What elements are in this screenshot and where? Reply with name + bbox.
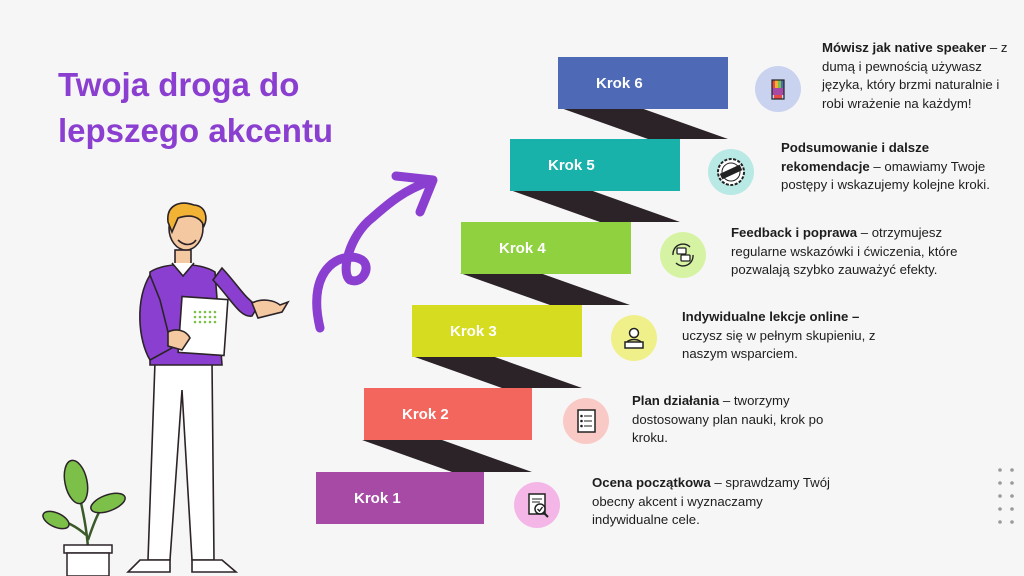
- feedback-cycle-icon: [660, 232, 706, 278]
- step-5-label: Krok 5: [548, 156, 595, 174]
- progress-arrow-icon: [312, 171, 438, 333]
- step-5-text: – omawiamy Twoje postępy i wskazujemy ko…: [781, 158, 990, 193]
- checklist-icon: [563, 398, 609, 444]
- step-6-heading: Mówisz jak native speaker: [822, 40, 987, 55]
- page-title: Twoja droga do lepszego akcentu: [58, 66, 334, 149]
- step-2-label: Krok 2: [402, 405, 449, 423]
- step-3-block: Krok 3: [412, 305, 582, 357]
- step-6-label: Krok 6: [596, 74, 643, 92]
- step-3-label: Krok 3: [450, 322, 497, 340]
- step-4-description: Feedback i poprawa – otrzymujesz regular…: [731, 224, 971, 280]
- document-check-icon: [514, 482, 560, 528]
- step-4-heading: Feedback i poprawa: [731, 225, 858, 240]
- step-2-description: Plan działania – tworzymy dostosowany pl…: [632, 392, 832, 448]
- step-5-heading: Podsumowanie i dalsze rekomendacje: [781, 140, 930, 174]
- step-1-text: – sprawdzamy Twój obecny akcent i wyznac…: [592, 475, 830, 527]
- tablet-grid: [193, 310, 217, 324]
- step-4-text: – otrzymujesz regularne wskazówki i ćwic…: [731, 225, 958, 277]
- step-6-block: Krok 6: [558, 57, 728, 109]
- step-3-description: Indywidualne lekcje online – uczysz się …: [682, 308, 892, 364]
- recommended-stamp-icon: [708, 149, 754, 195]
- step-1-block: Krok 1: [316, 472, 484, 524]
- stair-risers: [362, 107, 728, 472]
- step-3-heading: Indywidualne lekcje online –: [682, 309, 860, 324]
- step-2-block: Krok 2: [364, 388, 532, 440]
- step-3-text: uczysz się w pełnym skupieniu, z naszym …: [682, 327, 876, 362]
- step-4-label: Krok 4: [499, 239, 546, 257]
- step-5-description: Podsumowanie i dalsze rekomendacje – oma…: [781, 139, 1011, 195]
- online-lesson-icon: [611, 315, 657, 361]
- step-1-heading: Ocena początkowa: [592, 475, 711, 490]
- presenter-figure: [126, 202, 290, 573]
- step-5-block: Krok 5: [510, 139, 680, 191]
- step-6-description: Mówisz jak native speaker – z dumą i pew…: [822, 39, 1018, 113]
- step-2-heading: Plan działania: [632, 393, 720, 408]
- plant-icon: [42, 459, 126, 576]
- step-2-text: – tworzymy dostosowany plan nauki, krok …: [632, 393, 824, 445]
- step-1-label: Krok 1: [354, 489, 401, 507]
- step-4-block: Krok 4: [461, 222, 631, 274]
- step-6-text: – z dumą i pewnością używasz języka, któ…: [822, 40, 1008, 111]
- decorative-dots: [998, 468, 1014, 524]
- rainbow-fist-icon: [755, 66, 801, 112]
- step-1-description: Ocena początkowa – sprawdzamy Twój obecn…: [592, 474, 832, 530]
